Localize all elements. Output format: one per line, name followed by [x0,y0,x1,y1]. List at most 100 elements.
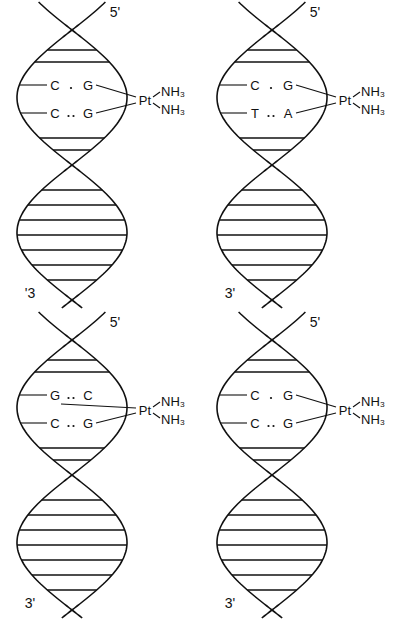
hydrogen-bond-dot [67,397,69,399]
base-pair-rung [32,264,112,265]
base-pair-rung [242,189,302,190]
hydrogen-bond-dot [267,425,269,427]
base-pair-rung [47,589,96,590]
base-letter: G [83,106,93,121]
base-stub [21,422,47,423]
ammine-ligand: NH₃ [361,102,385,117]
base-pair-rung [32,574,112,575]
base-pair-rung [47,359,96,360]
base-stub [221,422,247,423]
base-pair-rung [217,544,327,545]
pt-n-bond [353,92,360,97]
base-letter: G [283,78,293,93]
base-pair-rung [247,49,296,50]
pt-n-bond [353,103,360,108]
hydrogen-bond-dot [272,425,274,427]
hydrogen-bond-dot [272,115,274,117]
end-label: 5' [310,315,320,330]
base-letter: A [284,106,293,121]
base-stub [221,112,247,113]
base-stub [219,84,247,85]
base-pair-rung [53,149,91,150]
base-pair-rung [235,371,310,372]
ammine-ligand: NH₃ [361,84,385,99]
ammine-ligand: NH₃ [161,102,185,117]
hydrogen-bond-dot [67,115,69,117]
base-pair-rung [247,589,296,590]
hydrogen-bond-dot [67,425,69,427]
base-pair-rung [19,529,124,530]
hydrogen-bond-dot [70,87,72,89]
base-letter: G [283,388,293,403]
base-letter: C [83,388,92,403]
pt-n-bond [153,402,160,407]
end-label: 5' [310,5,320,20]
backbone-strand [217,2,327,308]
ammine-ligand: NH₃ [361,412,385,427]
pt-n-bond [153,413,160,418]
base-letter: C [250,416,259,431]
ammine-ligand: NH₃ [161,394,185,409]
base-letter: C [250,78,259,93]
base-pair-rung [253,459,291,460]
pt-base-bond [96,413,136,423]
base-pair-rung [217,234,327,235]
pt-base-bond [296,395,336,407]
base-pair-rung [221,249,322,250]
backbone-strand [217,312,327,618]
hydrogen-bond-dot [267,115,269,117]
base-pair-rung [228,514,316,515]
pt-n-bond [353,402,360,407]
base-pair-rung [247,359,296,360]
base-pair-rung [53,459,91,460]
end-label: 3' [25,596,35,611]
platinum-atom: Pt [139,403,151,418]
pt-base-bond [96,85,136,97]
base-stub [19,394,47,395]
base-letter: C [50,106,59,121]
backbone-strand [217,2,327,308]
platinum-atom: Pt [139,93,151,108]
base-pair-rung [21,249,122,250]
base-pair-rung [35,61,110,62]
hydrogen-bond-dot [72,115,74,117]
base-stub [21,112,47,113]
base-letter: G [50,388,60,403]
base-pair-rung [42,499,102,500]
base-pair-rung [40,447,105,448]
base-stub [19,84,47,85]
base-pair-rung [232,574,312,575]
pt-base-bond [296,413,336,423]
base-pair-rung [47,49,96,50]
base-pair-rung [221,559,322,560]
end-label: '3 [25,286,35,301]
backbone-strand [217,312,327,618]
ammine-ligand: NH₃ [161,84,185,99]
base-letter: G [83,78,93,93]
base-pair-rung [28,514,116,515]
pt-base-bond [61,404,136,408]
base-pair-rung [42,189,102,190]
base-letter: T [251,106,259,121]
pt-n-bond [153,92,160,97]
base-pair-rung [228,204,316,205]
base-pair-rung [17,544,127,545]
base-pair-rung [242,499,302,500]
base-letter: C [50,416,59,431]
backbone-strand [17,312,127,618]
base-pair-rung [21,559,122,560]
base-letter: C [50,78,59,93]
base-pair-rung [40,137,105,138]
base-pair-rung [232,264,312,265]
hydrogen-bond-dot [270,397,272,399]
base-pair-rung [19,219,124,220]
pt-n-bond [353,413,360,418]
base-pair-rung [235,61,310,62]
ammine-ligand: NH₃ [161,412,185,427]
base-pair-rung [28,204,116,205]
end-label: 3' [225,596,235,611]
backbone-strand [17,2,127,308]
base-pair-rung [219,219,324,220]
base-pair-rung [17,234,127,235]
